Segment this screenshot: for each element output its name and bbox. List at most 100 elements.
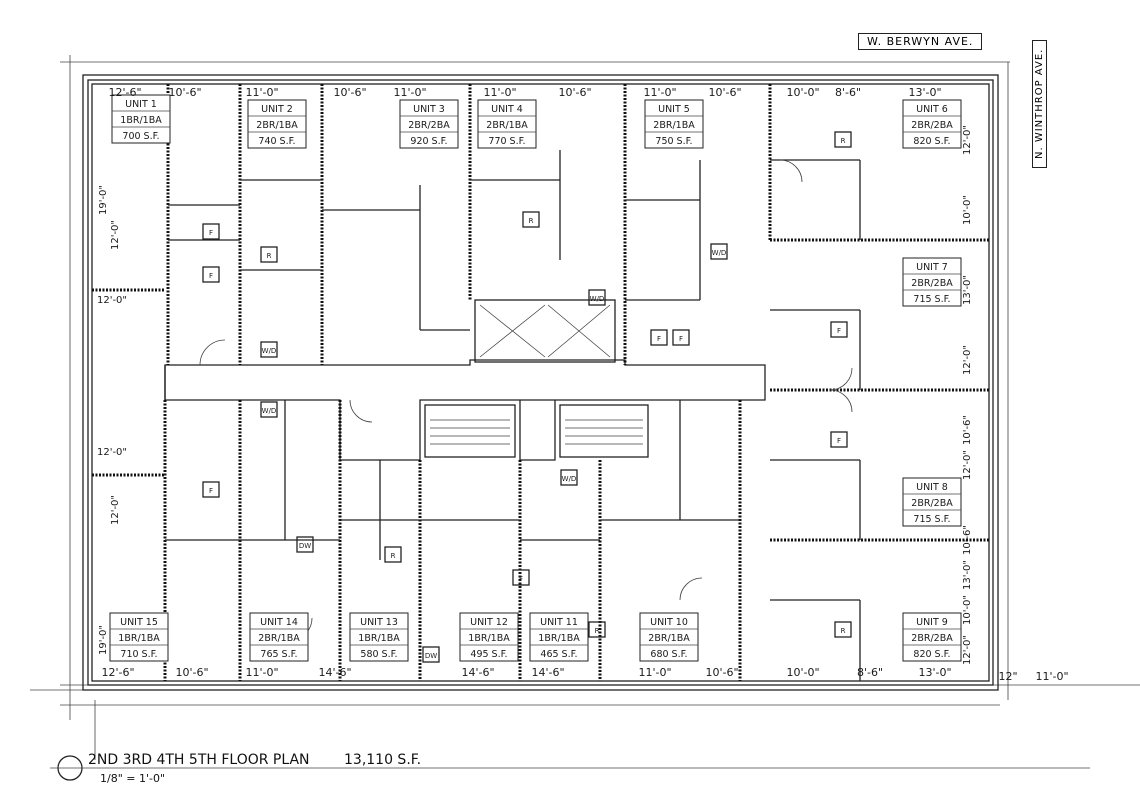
unit-type: 1BR/1BA — [118, 633, 160, 644]
dimension-top: 10'-0" — [786, 86, 819, 99]
dimension-bottom: 14'-6" — [318, 666, 351, 679]
unit-name: UNIT 1 — [125, 99, 157, 110]
furnace-label: F — [209, 272, 213, 280]
dimension-bottom: 11'-0" — [638, 666, 671, 679]
unit-type: 1BR/1BA — [538, 633, 580, 644]
dimension-left: 12'-0" — [97, 447, 127, 458]
unit-name: UNIT 15 — [120, 617, 158, 628]
fridge-icon: R — [260, 246, 278, 263]
unit-type: 2BR/2BA — [408, 120, 450, 131]
unit-type: 2BR/1BA — [256, 120, 298, 131]
unit-type: 1BR/1BA — [120, 115, 162, 126]
dimension-top: 11'-0" — [643, 86, 676, 99]
dimension-left: 19'-0" — [98, 185, 109, 215]
dimension-top: 11'-0" — [393, 86, 426, 99]
stair-east — [559, 404, 649, 458]
fridge-icon: R — [834, 621, 852, 638]
unit-area: 820 S.F. — [913, 649, 950, 660]
unit-type: 1BR/1BA — [358, 633, 400, 644]
plan-title: 2ND 3RD 4TH 5TH FLOOR PLAN — [88, 752, 310, 768]
furnace-icon: F — [672, 329, 690, 346]
dishwasher-label: DW — [425, 652, 437, 660]
unit-label-13: UNIT 13 1BR/1BA 580 S.F. — [349, 612, 409, 662]
dimension-left: 12'-0" — [110, 220, 121, 250]
dimension-left: 12'-0" — [97, 295, 127, 306]
furnace-icon: F — [512, 569, 530, 586]
demising-walls — [92, 84, 989, 681]
furnace-label: F — [837, 327, 841, 335]
fridge-label: R — [391, 552, 396, 560]
unit-area: 580 S.F. — [360, 649, 397, 660]
plan-area: 13,110 S.F. — [344, 752, 422, 768]
dishwasher-icon: DW — [422, 646, 440, 663]
washer_dryer-label: W/D — [562, 475, 577, 483]
dimension-right: 12'-0" — [962, 450, 973, 480]
fridge-label: R — [841, 137, 846, 145]
washer-dryer-icon: W/D — [560, 469, 578, 486]
dimension-right: 10'-6" — [962, 415, 973, 445]
unit-type: 2BR/1BA — [258, 633, 300, 644]
dimension-bottom: 10'-0" — [786, 666, 819, 679]
dimension-bottom: 10'-6" — [175, 666, 208, 679]
unit-name: UNIT 6 — [916, 104, 948, 115]
dimension-right: 10'-0" — [962, 595, 973, 625]
dimension-bottom: 12" — [998, 670, 1017, 683]
unit-label-1: UNIT 1 1BR/1BA 700 S.F. — [111, 94, 171, 144]
furnace-icon: F — [650, 329, 668, 346]
furnace-icon: F — [830, 321, 848, 338]
unit-area: 820 S.F. — [913, 136, 950, 147]
unit-area: 680 S.F. — [650, 649, 687, 660]
furnace-label: F — [679, 335, 683, 343]
dimension-top: 8'-6" — [835, 86, 861, 99]
dimension-right: 10'-0" — [962, 195, 973, 225]
dimension-top: 10'-6" — [168, 86, 201, 99]
unit-type: 2BR/1BA — [648, 633, 690, 644]
washer-dryer-icon: W/D — [710, 243, 728, 260]
interior-partitions — [165, 150, 861, 681]
furnace-label: F — [837, 437, 841, 445]
dimension-bottom: 13'-0" — [918, 666, 951, 679]
street-east: N. WINTHROP AVE. — [1032, 39, 1047, 168]
fridge-icon: R — [522, 211, 540, 228]
unit-type: 2BR/1BA — [653, 120, 695, 131]
dishwasher-label: DW — [299, 542, 311, 550]
furnace-label: F — [519, 575, 523, 583]
dimension-left: 19'-0" — [98, 625, 109, 655]
washer_dryer-label: W/D — [262, 347, 277, 355]
dimension-bottom: 11'-0" — [1035, 670, 1068, 683]
dimension-bottom: 11'-0" — [245, 666, 278, 679]
unit-area: 465 S.F. — [540, 649, 577, 660]
unit-area: 920 S.F. — [410, 136, 447, 147]
unit-area: 710 S.F. — [120, 649, 157, 660]
unit-name: UNIT 13 — [360, 617, 398, 628]
dimension-top: 12'-6" — [108, 86, 141, 99]
unit-area: 700 S.F. — [122, 131, 159, 142]
furnace-icon: F — [202, 266, 220, 283]
dimension-bottom: 12'-6" — [101, 666, 134, 679]
unit-name: UNIT 5 — [658, 104, 690, 115]
street-north: W. BERWYN AVE. — [858, 33, 983, 50]
unit-type: 2BR/2BA — [911, 498, 953, 509]
dimension-bottom: 14'-6" — [531, 666, 564, 679]
fridge-label: R — [529, 217, 534, 225]
unit-type: 2BR/1BA — [486, 120, 528, 131]
unit-type: 2BR/2BA — [911, 120, 953, 131]
elevator-lobby — [474, 299, 616, 363]
dimension-right: 13'-0" — [962, 275, 973, 305]
furnace-label: F — [209, 487, 213, 495]
unit-type: 1BR/1BA — [468, 633, 510, 644]
fridge-label: R — [267, 252, 272, 260]
dimension-top: 10'-6" — [708, 86, 741, 99]
dimension-left: 12'-0" — [110, 495, 121, 525]
unit-name: UNIT 12 — [470, 617, 508, 628]
plan-scale: 1/8" = 1'-0" — [100, 772, 166, 785]
